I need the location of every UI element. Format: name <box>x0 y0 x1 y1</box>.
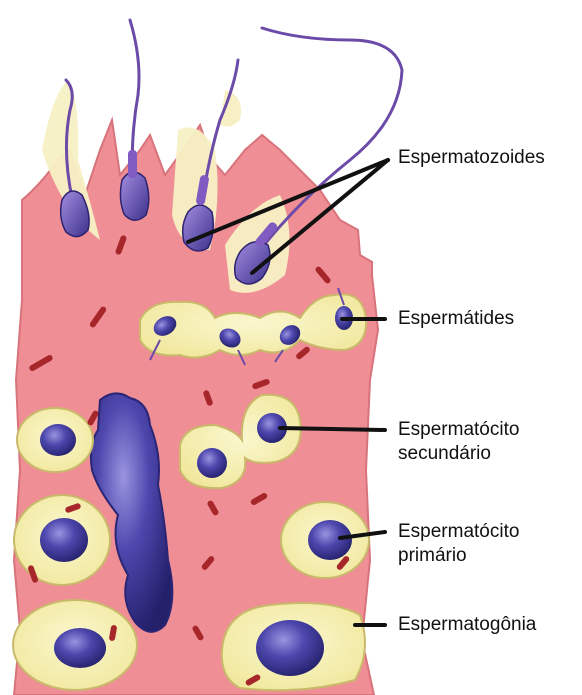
sperm-midpiece <box>128 150 137 178</box>
primary-spermatocyte <box>281 502 369 578</box>
germ-cell-nucleus <box>40 424 76 456</box>
sperm-head <box>183 205 214 251</box>
spermatogonium <box>222 603 365 690</box>
label-espermatocito-secundario: Espermatócito secundário <box>398 418 519 466</box>
sperm-head <box>120 172 148 220</box>
label-espermatocito-primario: Espermatócito primário <box>398 520 519 568</box>
label-line: Espermatócito <box>398 419 519 440</box>
primary-spermatocyte-nucleus <box>308 520 352 560</box>
label-line: primário <box>398 545 467 566</box>
label-line: Espermatócito <box>398 521 519 542</box>
germ-cell-nucleus <box>54 628 106 668</box>
germ-cell-nucleus <box>40 518 88 562</box>
spermatogonium-nucleus <box>256 620 324 676</box>
label-line: secundário <box>398 443 491 464</box>
label-espermatides: Espermátides <box>398 307 514 331</box>
leader-line-espermatocito-secundario <box>280 428 385 430</box>
label-espermatozoides: Espermatozoides <box>398 146 545 170</box>
label-espermatogonia: Espermatogônia <box>398 613 536 637</box>
secondary-spermatocyte-nucleus <box>197 448 227 478</box>
